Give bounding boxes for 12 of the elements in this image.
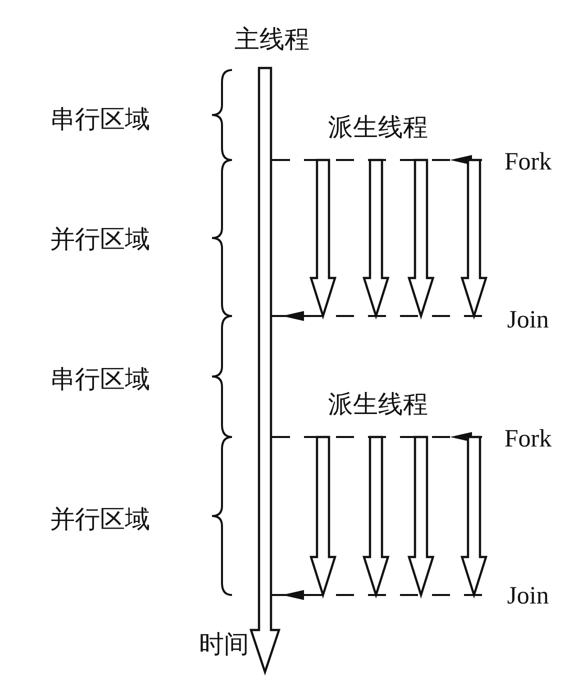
region-label: 串行区域 [50, 108, 150, 132]
join-label: Join [507, 308, 549, 332]
fork-label: Fork [504, 426, 552, 452]
join-label: Join [507, 584, 549, 608]
thread-label: 主线程 [234, 28, 310, 52]
time-label: 时间 [199, 632, 249, 658]
region-label: 并行区域 [50, 228, 150, 252]
thread-label: 派生线程 [328, 392, 428, 418]
region-label: 并行区域 [50, 508, 150, 532]
thread-label: 派生线程 [328, 116, 428, 140]
fork-label: Fork [504, 150, 552, 174]
region-label: 串行区域 [50, 368, 150, 392]
